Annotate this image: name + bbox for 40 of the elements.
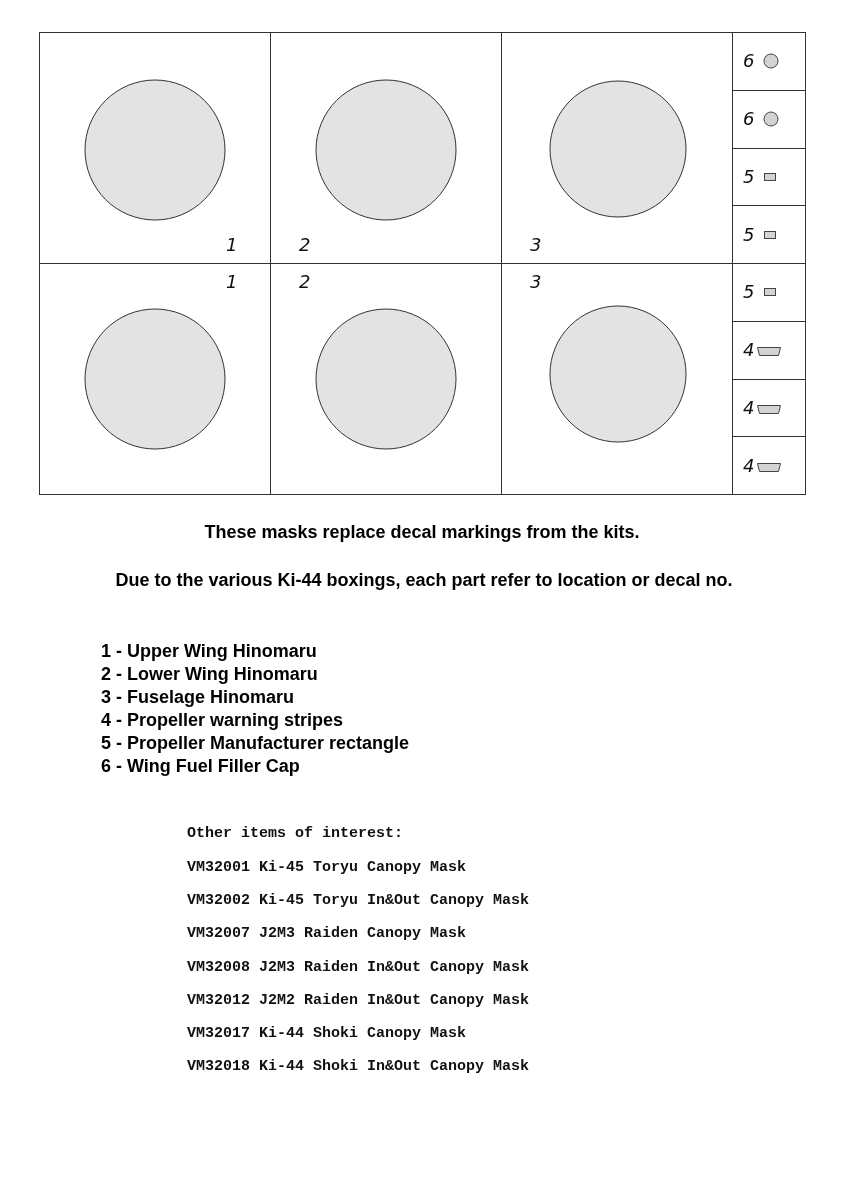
- related-product-item: VM32002 Ki-45 Toryu In&Out Canopy Mask: [187, 892, 530, 909]
- part-number: 2: [299, 235, 311, 255]
- part-number: 4: [743, 340, 755, 361]
- part-list-item: 4 - Propeller warning stripes: [101, 710, 344, 731]
- part-number: 3: [530, 235, 542, 255]
- part-list-item: 3 - Fuselage Hinomaru: [101, 687, 295, 708]
- related-product-item: VM32007 J2M3 Raiden Canopy Mask: [187, 925, 467, 942]
- part-number: 6: [743, 109, 755, 130]
- related-product-item: VM32008 J2M3 Raiden In&Out Canopy Mask: [187, 959, 530, 976]
- part-number: 4: [743, 455, 755, 476]
- related-product-item: VM32001 Ki-45 Toryu Canopy Mask: [187, 859, 467, 876]
- part-number: 5: [743, 282, 755, 303]
- circle-mask: [549, 80, 687, 218]
- related-product-item: VM32018 Ki-44 Shoki In&Out Canopy Mask: [187, 1058, 530, 1075]
- part-number: 5: [743, 166, 755, 187]
- circle-mask: [315, 308, 457, 450]
- note-text: Due to the various Ki-44 boxings, each part refer to location or decal no.: [114, 570, 734, 591]
- part-list-item: 5 - Propeller Manufacturer rectangle: [101, 733, 410, 754]
- part-number: 1: [226, 272, 238, 292]
- part-list-item: 2 - Lower Wing Hinomaru: [101, 664, 318, 685]
- mask-cell: [39, 263, 271, 495]
- part-number: 5: [743, 224, 755, 245]
- mask-cell: [39, 32, 271, 264]
- part-list-item: 1 - Upper Wing Hinomaru: [101, 641, 317, 662]
- note-text: These masks replace decal markings from the kits.: [203, 522, 641, 543]
- related-product-item: VM32012 J2M2 Raiden In&Out Canopy Mask: [187, 992, 530, 1009]
- related-product-item: VM32017 Ki-44 Shoki Canopy Mask: [187, 1025, 467, 1042]
- part-number: 4: [743, 397, 755, 418]
- circle-mask: [84, 79, 226, 221]
- mask-cell: [732, 32, 806, 91]
- part-number: 3: [530, 272, 542, 292]
- mask-cell: [732, 436, 806, 495]
- circle-mask: [315, 79, 457, 221]
- part-number: 1: [226, 235, 238, 255]
- circle-mask: [549, 305, 687, 443]
- part-number: 2: [299, 272, 311, 292]
- part-number: 6: [743, 51, 755, 72]
- part-list-item: 6 - Wing Fuel Filler Cap: [101, 756, 300, 777]
- circle-mask: [84, 308, 226, 450]
- related-product-item: Other items of interest:: [187, 825, 404, 842]
